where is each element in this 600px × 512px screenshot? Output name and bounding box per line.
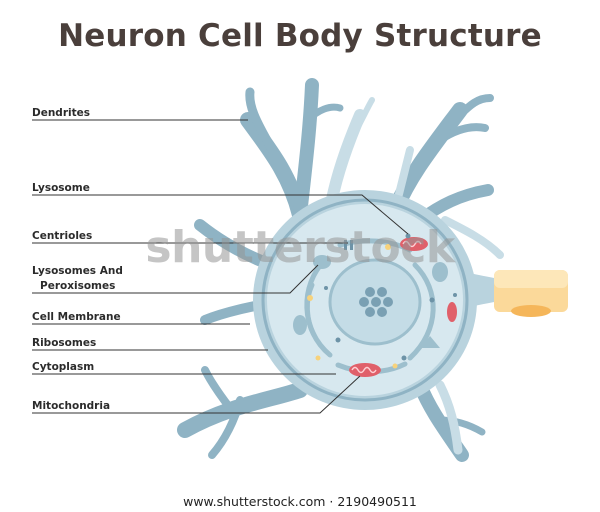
label-dendrites: Dendrites [32,107,90,119]
mitochondria-organelles [349,237,457,377]
label-cell-membrane: Cell Membrane [32,311,121,323]
label-ribosomes: Ribosomes [32,337,97,349]
nucleolus [359,287,393,317]
label-lysosomes-and: Lysosomes And [32,265,123,277]
cell-membrane [261,198,469,402]
page-title: Neuron Cell Body Structure [58,18,542,54]
centrioles-shape [344,240,353,250]
label-peroxisomes: Peroxisomes [40,280,116,292]
footer-text: www.shutterstock.com · 2190490511 [183,494,417,509]
label-cytoplasm: Cytoplasm [32,361,95,373]
label-centrioles: Centrioles [32,230,93,242]
label-mitochondria: Mitochondria [32,400,111,412]
label-lysosome: Lysosome [32,182,90,194]
ribosome-dots [307,233,457,369]
leader-lines [32,119,409,414]
axon-hillock-top [494,270,568,288]
watermark: shutterstock [145,222,455,273]
axon-hillock-base [511,305,551,317]
lysosomes-peroxisomes [293,255,448,348]
